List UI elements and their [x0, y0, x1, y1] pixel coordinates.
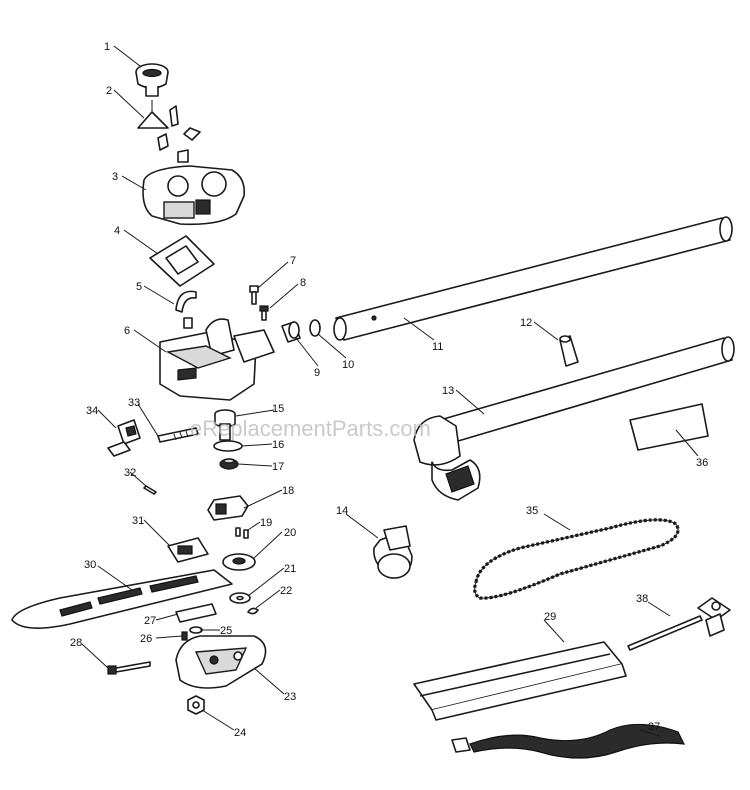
part-14-clamp [373, 525, 413, 579]
callout-1: 1 [104, 41, 110, 53]
callout-23: 23 [284, 691, 296, 703]
callout-2: 2 [106, 85, 112, 97]
part-16-washer [213, 440, 243, 452]
part-17-bearing [219, 458, 239, 470]
callout-17: 17 [272, 461, 284, 473]
part-21-washer [229, 592, 251, 604]
callout-36: 36 [696, 457, 708, 469]
part-3-gear-cover [142, 165, 246, 226]
part-37-strap [451, 723, 686, 759]
callout-8: 8 [300, 277, 306, 289]
callout-25: 25 [220, 625, 232, 637]
part-19-screws [235, 527, 249, 539]
callout-14: 14 [336, 505, 348, 517]
part-1-oil-cap [135, 63, 169, 97]
callout-21: 21 [284, 563, 296, 575]
part-9-collar [281, 321, 301, 343]
part-32-pin [143, 485, 157, 495]
callout-10: 10 [342, 359, 354, 371]
part-31-plate [167, 537, 209, 563]
callout-4: 4 [114, 225, 120, 237]
part-36-sleeve [629, 403, 709, 451]
part-26-pin [181, 631, 188, 641]
leader-lines [81, 45, 699, 737]
callout-6: 6 [124, 325, 130, 337]
part-6-gear-housing [159, 318, 275, 401]
part-24-nut [187, 695, 205, 715]
part-13-lower-pole [413, 336, 735, 501]
callout-24: 24 [234, 727, 246, 739]
part-7-screw [249, 285, 259, 305]
part-22-clip [247, 607, 259, 615]
part-20-sprocket [222, 553, 256, 571]
callout-33: 33 [128, 397, 140, 409]
callout-30: 30 [84, 559, 96, 571]
callout-3: 3 [112, 171, 118, 183]
callout-19: 19 [260, 517, 272, 529]
callout-7: 7 [290, 255, 296, 267]
callout-15: 15 [272, 403, 284, 415]
callout-28: 28 [70, 637, 82, 649]
part-2-bracket [137, 100, 201, 163]
callout-35: 35 [526, 505, 538, 517]
part-23-bar-cover [175, 635, 267, 689]
callout-32: 32 [124, 467, 136, 479]
part-10-o-ring [309, 319, 321, 337]
callout-13: 13 [442, 385, 454, 397]
part-12-end-cap [559, 335, 579, 367]
callout-20: 20 [284, 527, 296, 539]
part-18-guide [207, 495, 249, 521]
callout-31: 31 [132, 515, 144, 527]
callout-29: 29 [544, 611, 556, 623]
part-8-screw [259, 305, 269, 321]
callout-38: 38 [636, 593, 648, 605]
part-4-gasket [149, 235, 215, 287]
part-30-guide-bar [11, 569, 233, 629]
callout-34: 34 [86, 405, 98, 417]
part-27-tensioner [175, 603, 217, 623]
callout-26: 26 [140, 633, 152, 645]
callout-37: 37 [648, 721, 660, 733]
part-29-scabbard [413, 641, 627, 721]
callout-11: 11 [432, 341, 443, 353]
callout-5: 5 [136, 281, 142, 293]
part-11-upper-pole [333, 216, 733, 341]
part-35-chain [473, 518, 680, 600]
part-28-bolt [107, 661, 151, 675]
callout-27: 27 [144, 615, 156, 627]
callout-12: 12 [520, 317, 532, 329]
callout-9: 9 [314, 367, 320, 379]
part-5-tube [175, 290, 197, 329]
part-15-shaft [214, 409, 236, 441]
part-34-knob [107, 419, 141, 457]
callout-labels: 1 2 3 4 5 7 8 6 9 10 11 12 13 36 15 16 1… [70, 41, 708, 739]
callout-16: 16 [272, 439, 284, 451]
callout-22: 22 [280, 585, 292, 597]
part-33-adjust-screw [157, 427, 199, 443]
watermark: eReplacementParts.com [190, 416, 431, 441]
callout-18: 18 [282, 485, 294, 497]
part-38-tool [627, 597, 731, 651]
